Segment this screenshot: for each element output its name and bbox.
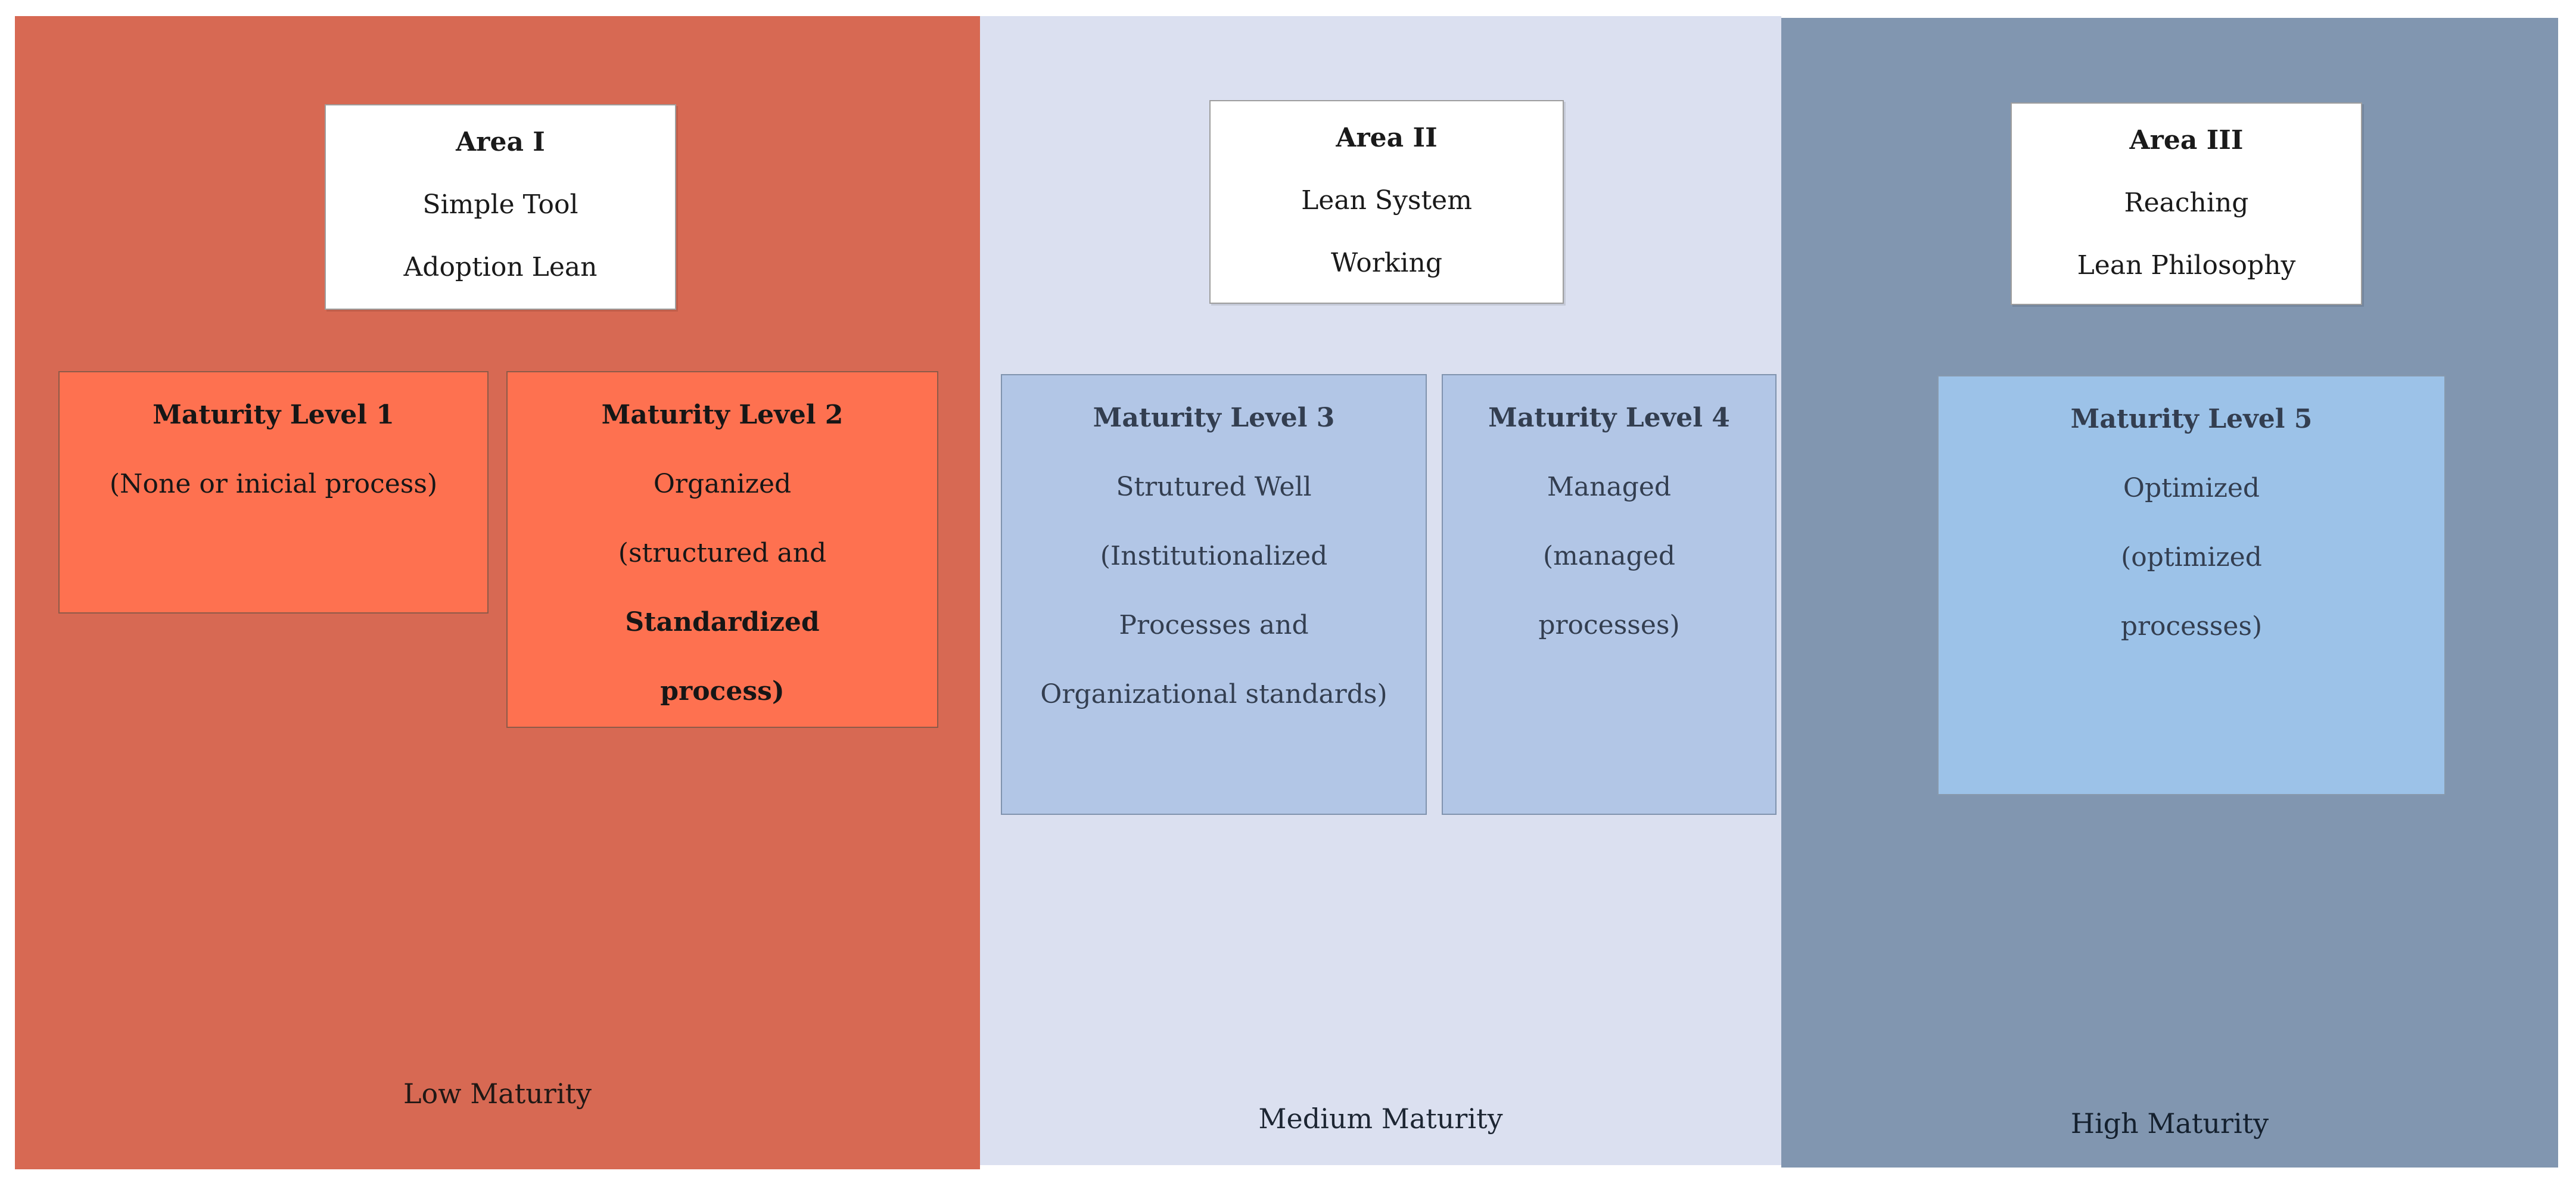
area-title: Area III bbox=[2129, 125, 2244, 155]
level-line: processes) bbox=[1538, 610, 1680, 640]
maturity-level-4-box: Maturity Level 4 Managed (managed proces… bbox=[1442, 374, 1777, 815]
panel-low-maturity: Area I Simple Tool Adoption Lean Maturit… bbox=[15, 16, 980, 1169]
maturity-level-3-box: Maturity Level 3 Strutured Well (Institu… bbox=[1001, 374, 1427, 815]
area-box-2: Area II Lean System Working bbox=[1209, 100, 1564, 304]
low-maturity-label: Low Maturity bbox=[403, 1078, 592, 1110]
level-line: processes) bbox=[2120, 611, 2263, 642]
area-box-1: Area I Simple Tool Adoption Lean bbox=[325, 104, 676, 310]
level-line: process) bbox=[660, 676, 785, 706]
area-line: Lean System bbox=[1301, 185, 1472, 216]
level-line: Processes and bbox=[1119, 610, 1309, 640]
medium-maturity-label: Medium Maturity bbox=[1258, 1103, 1503, 1135]
area-line: Lean Philosophy bbox=[2077, 250, 2296, 281]
level-line: Organizational standards) bbox=[1040, 679, 1387, 709]
level-title: Maturity Level 5 bbox=[2070, 404, 2313, 434]
level-title: Maturity Level 1 bbox=[153, 400, 394, 430]
high-maturity-label: High Maturity bbox=[2070, 1107, 2269, 1140]
level-line: Organized bbox=[653, 469, 792, 499]
level-line: (Institutionalized bbox=[1100, 541, 1328, 571]
level-line: (optimized bbox=[2121, 542, 2262, 572]
maturity-level-1-box: Maturity Level 1 (None or inicial proces… bbox=[58, 371, 489, 614]
panel-medium-maturity: Area II Lean System Working Maturity Lev… bbox=[980, 16, 1781, 1165]
area-line: Working bbox=[1331, 248, 1442, 278]
area-line: Reaching bbox=[2124, 188, 2249, 218]
level-line: Managed bbox=[1547, 472, 1672, 502]
level-line: (managed bbox=[1542, 541, 1676, 571]
level-title: Maturity Level 4 bbox=[1488, 403, 1730, 433]
area-box-3: Area III Reaching Lean Philosophy bbox=[2011, 102, 2362, 305]
panel-high-maturity: Area III Reaching Lean Philosophy Maturi… bbox=[1781, 18, 2558, 1168]
area-title: Area II bbox=[1336, 123, 1438, 153]
level-line: (structured and bbox=[618, 538, 827, 568]
level-title: Maturity Level 3 bbox=[1093, 403, 1335, 433]
level-line: (None or inicial process) bbox=[109, 469, 438, 499]
area-line: Adoption Lean bbox=[403, 252, 598, 282]
level-line: Strutured Well bbox=[1116, 472, 1312, 502]
level-line: Optimized bbox=[2123, 473, 2260, 503]
level-title: Maturity Level 2 bbox=[601, 400, 844, 430]
level-line: Standardized bbox=[625, 607, 820, 637]
maturity-level-2-box: Maturity Level 2 Organized (structured a… bbox=[506, 371, 938, 728]
area-line: Simple Tool bbox=[422, 189, 578, 220]
area-title: Area I bbox=[456, 127, 545, 157]
maturity-level-5-box: Maturity Level 5 Optimized (optimized pr… bbox=[1937, 375, 2446, 795]
